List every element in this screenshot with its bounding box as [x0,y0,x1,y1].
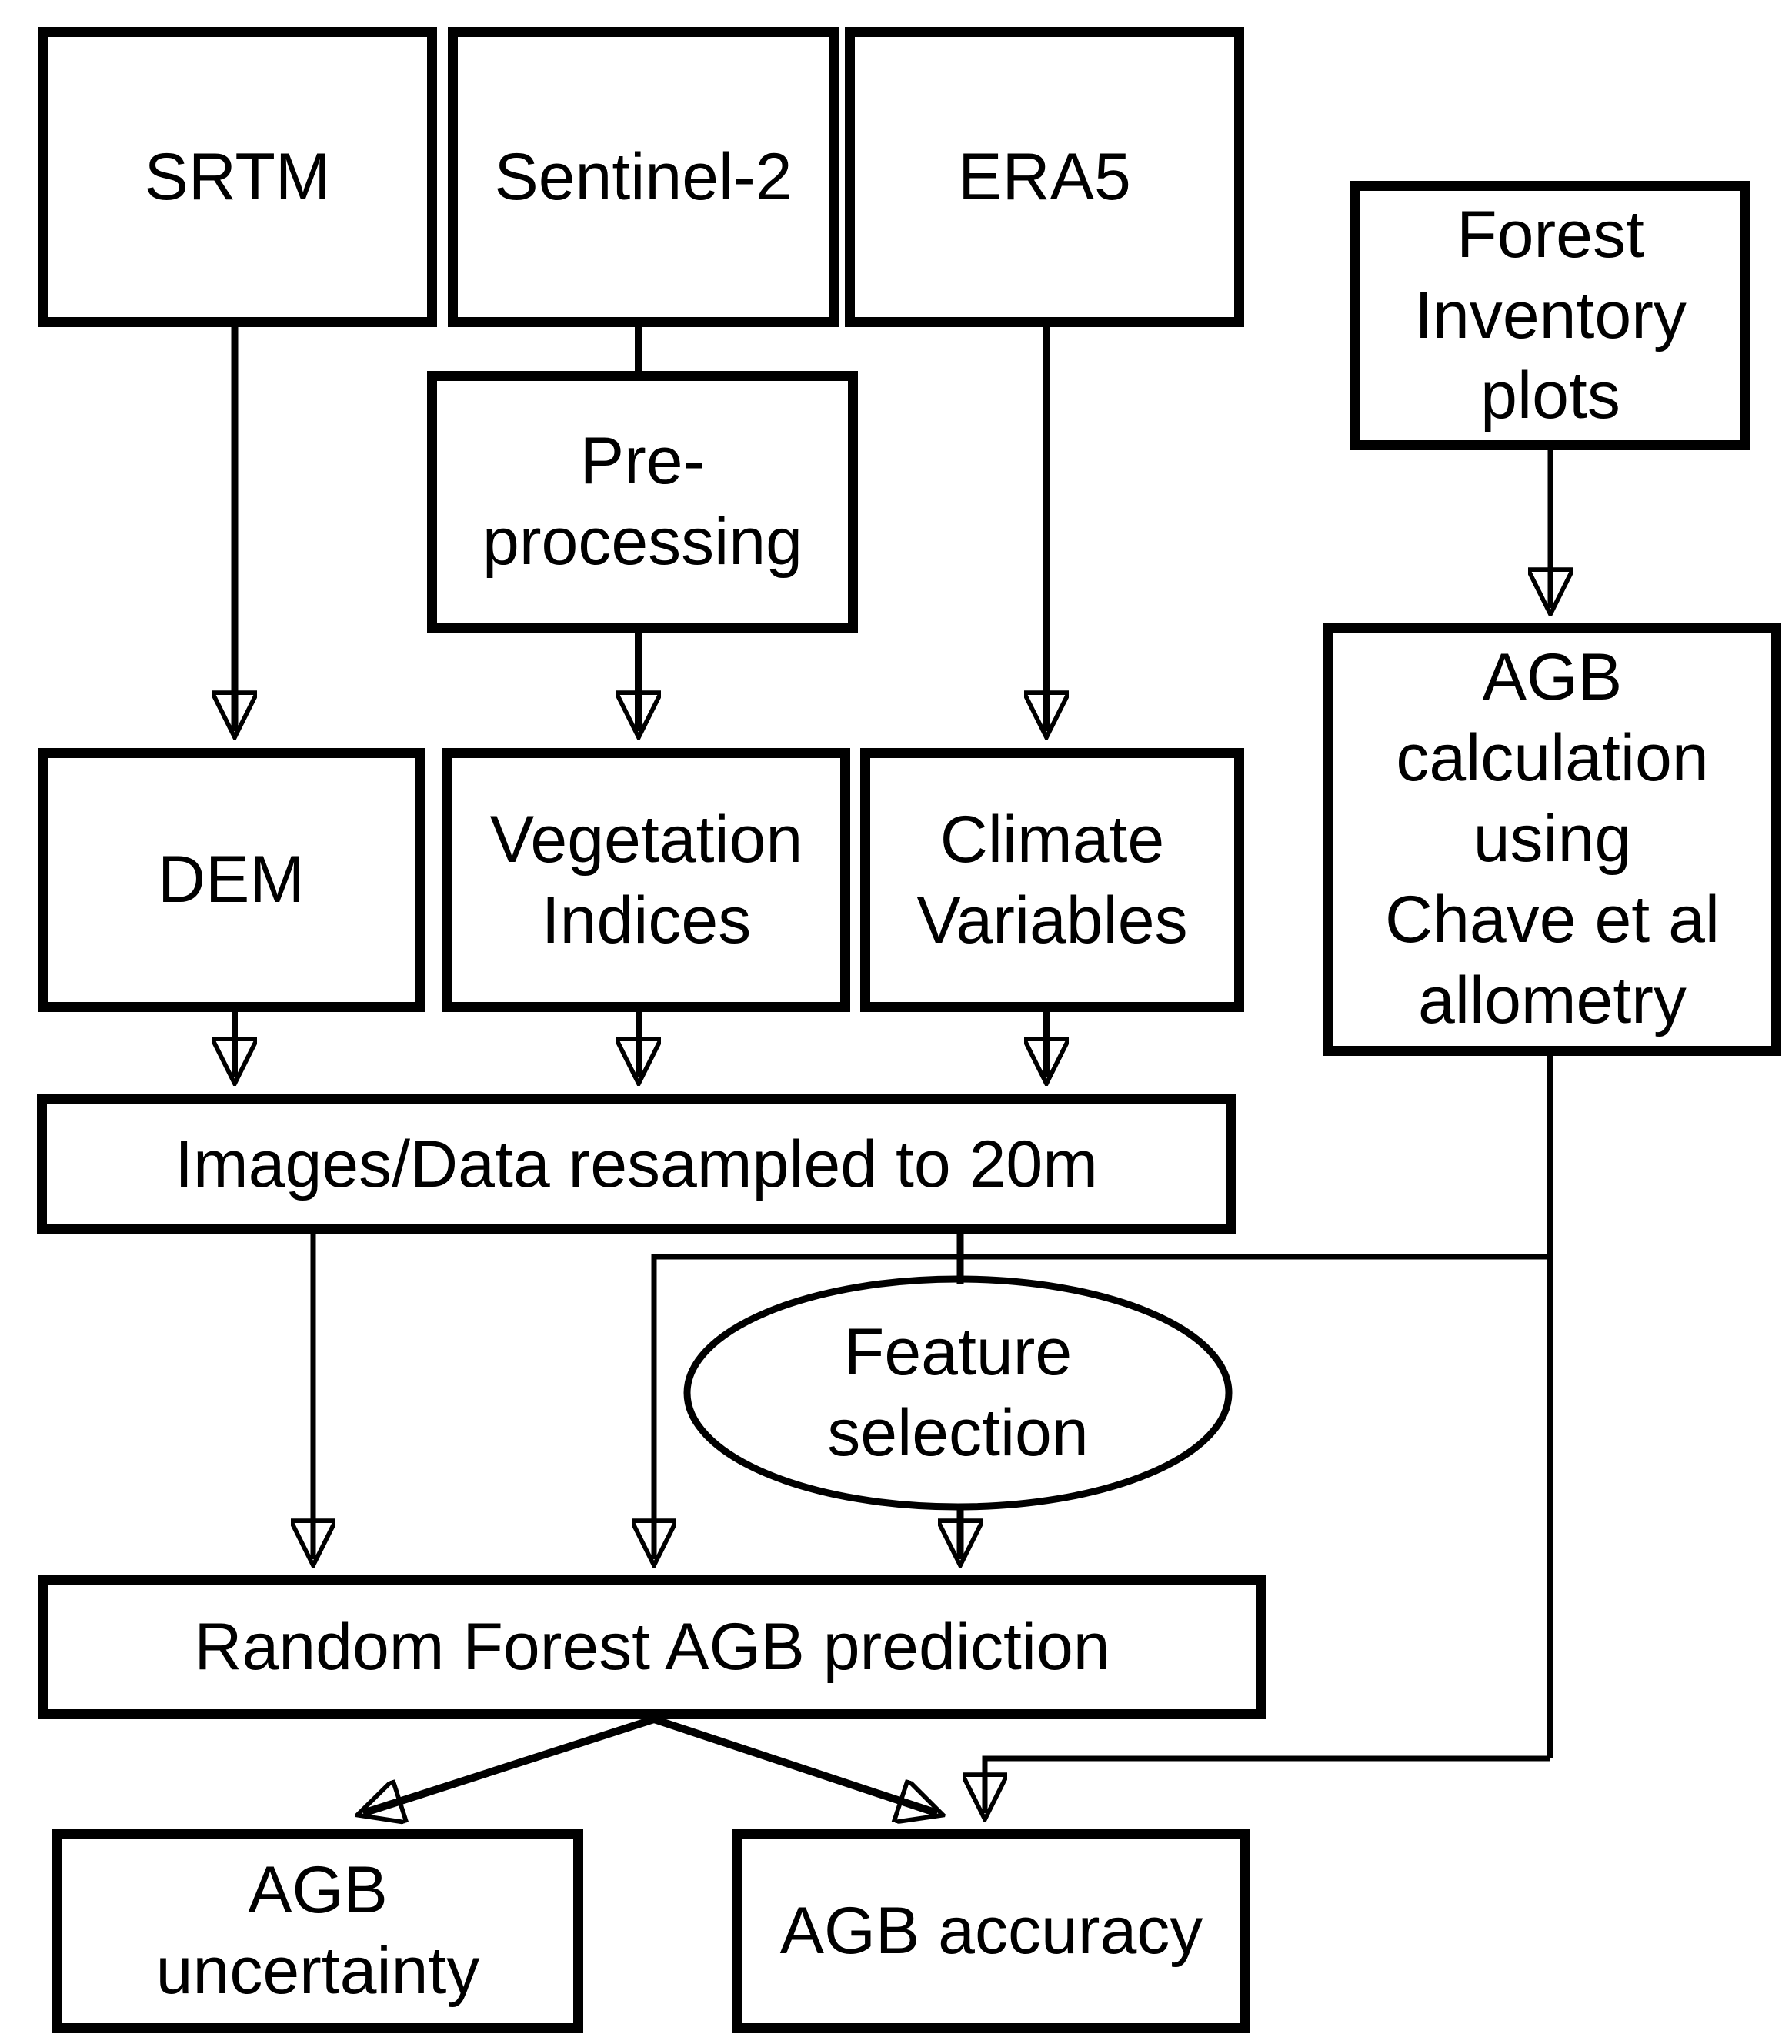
node-rf-prediction: Random Forest AGB prediction [38,1575,1266,1719]
node-agb-calculation-label: AGB calculation using Chave et al allome… [1384,640,1720,1037]
node-preprocessing: Pre- processing [427,371,858,633]
node-images-resampled: Images/Data resampled to 20m [37,1094,1236,1234]
node-images-resampled-label: Images/Data resampled to 20m [175,1127,1098,1201]
edge-agbcalc-rf [654,1254,1550,1559]
node-forest-inventory-label: Forest Inventory plots [1414,197,1687,433]
node-rf-prediction-label: Random Forest AGB prediction [194,1609,1110,1684]
node-preprocessing-label: Pre- processing [482,424,803,579]
node-dem-label: DEM [157,843,305,917]
edge-rf-accuracy [652,1715,937,1813]
node-feature-selection: Feature selection [687,1279,1229,1507]
node-forest-inventory: Forest Inventory plots [1350,181,1750,450]
node-era5: ERA5 [845,27,1244,327]
feature-selection-ellipse [683,1275,1233,1511]
node-agb-uncertainty: AGB uncertainty [52,1829,583,2033]
node-dem: DEM [38,748,425,1012]
edge-rf-uncertainty [363,1715,656,1813]
node-agb-accuracy-label: AGB accuracy [779,1893,1203,1968]
node-sentinel2: Sentinel-2 [448,27,839,327]
node-climate-variables: Climate Variables [860,748,1244,1012]
node-agb-calculation: AGB calculation using Chave et al allome… [1323,623,1781,1056]
node-agb-uncertainty-label: AGB uncertainty [155,1853,480,2008]
node-vegetation-indices: Vegetation Indices [442,748,850,1012]
node-agb-accuracy: AGB accuracy [732,1829,1250,2033]
node-climate-variables-label: Climate Variables [916,802,1188,957]
node-srtm: SRTM [38,27,437,327]
edge-agbcalc-accuracy [985,1755,1550,1813]
node-sentinel2-label: Sentinel-2 [494,139,793,214]
node-srtm-label: SRTM [144,139,331,214]
node-feature-selection-label: Feature selection [827,1315,1089,1470]
node-vegetation-indices-label: Vegetation Indices [489,802,803,957]
node-era5-label: ERA5 [958,139,1131,214]
